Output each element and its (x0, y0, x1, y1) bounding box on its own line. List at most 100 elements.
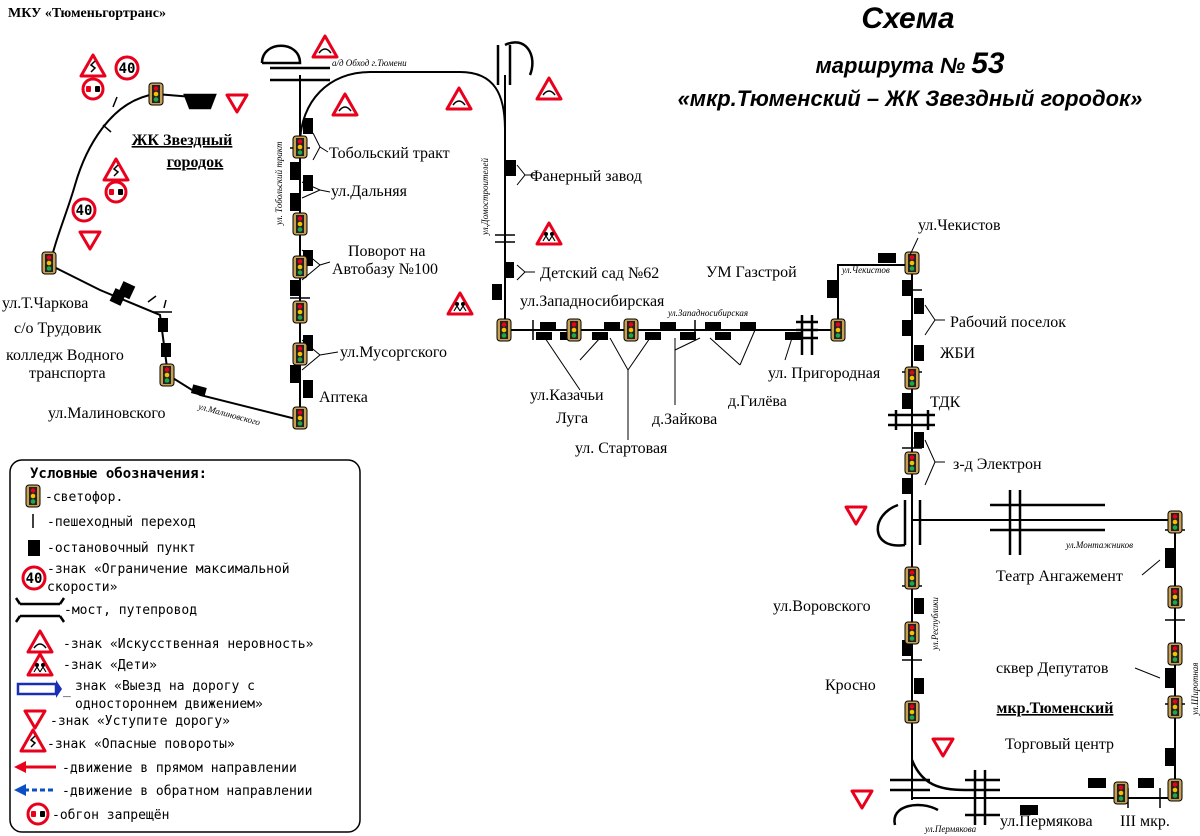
legend-item: -светофор. (45, 490, 123, 505)
traffic-light-icon (1167, 585, 1183, 609)
street-label: ул.Малиновского (197, 401, 262, 427)
street-label: ул.Монтажников (1065, 540, 1133, 550)
bridge-icon (14, 597, 66, 623)
stop-label: ул.Пермякова (1000, 813, 1093, 830)
legend-item: -пешеходный переход (47, 515, 196, 530)
organization-label: МКУ «Тюменьгортранс» (8, 6, 166, 21)
traffic-light-icon (292, 406, 308, 430)
street-label: а/д Обход г.Тюмени (332, 58, 407, 68)
street-label: ул. Тобольский тракт (274, 141, 284, 226)
traffic-light-icon (830, 318, 846, 342)
legend-item: знак «Выезд на дорогу с (75, 679, 255, 694)
stop-marker (914, 598, 924, 614)
legend-item: скорости» (47, 580, 118, 595)
stop-marker (303, 175, 313, 191)
speed-limit-value: 40 (119, 61, 136, 77)
legend-item: -мост, путепровод (64, 603, 197, 618)
traffic-light-icon (148, 82, 164, 106)
bus-stops (109, 118, 1175, 815)
yield-sign-icon (850, 789, 874, 810)
traffic-light-icon (1167, 778, 1183, 802)
stop-label: ул.Чекистов (918, 217, 1001, 234)
speed-limit-sign-icon: 40 (21, 565, 47, 591)
legend-item: -знак «Дети» (63, 658, 157, 673)
stop-marker (290, 365, 300, 383)
legend-title: Условные обозначения: (30, 466, 207, 482)
bump-sign-icon (331, 92, 359, 117)
legend-item: -знак «Уступите дорогу» (50, 714, 230, 729)
bump-sign-icon (535, 76, 563, 101)
children-sign-icon (446, 291, 474, 316)
no-overtaking-sign-icon (26, 802, 50, 826)
legend-item: одностороннем движением» (75, 697, 263, 712)
stop-marker (492, 284, 502, 300)
stop-marker (902, 478, 912, 494)
traffic-light-icon (1167, 510, 1183, 534)
stop-label: ул.Малиновского (48, 405, 166, 422)
stop-label: ул. Стартовая (575, 440, 668, 457)
legend-item: -движение в прямом направлении (62, 761, 297, 776)
speed-limit-sign-icon: 40 (114, 55, 140, 81)
stop-marker (161, 343, 171, 357)
stop-marker (740, 322, 756, 330)
stop-marker (1020, 805, 1038, 815)
stop-label: Тобольский тракт (329, 145, 450, 162)
route-name: «мкр.Тюменский – ЖК Звездный городок» (678, 86, 1143, 111)
danger-turns-sign-icon (102, 157, 130, 182)
stop-label: Фанерный завод (530, 168, 642, 185)
stop-marker (902, 640, 912, 656)
traffic-light-icon (292, 212, 308, 236)
legend-item: _ (63, 683, 71, 698)
stop-marker (290, 162, 300, 180)
stop-marker (902, 280, 912, 296)
stop-marker (290, 280, 300, 296)
street-label: ул.Республики (930, 597, 940, 651)
forward-direction-arrow-icon (14, 761, 56, 773)
traffic-light-icon (904, 700, 920, 724)
traffic-light-icon (292, 300, 308, 324)
stop-label: Рабочий поселок (950, 314, 1066, 331)
legend-item: -обгон запрещён (52, 808, 169, 823)
stop-label: Театр Ангажемент (996, 568, 1123, 585)
traffic-light-icon (25, 484, 41, 508)
stop-marker (785, 332, 801, 340)
route-prefix: маршрута № (815, 53, 965, 78)
legend-item: -знак «Искусственная неровность» (63, 637, 314, 652)
stop-marker (1138, 778, 1154, 788)
danger-turns-sign-icon (79, 53, 107, 78)
legend-item: -знак «Опасные повороты» (47, 737, 235, 752)
no-overtaking-sign-icon (81, 77, 105, 101)
stop-label: д.Зайкова (652, 411, 717, 428)
street-label: ул.Домостроителей (480, 158, 490, 236)
stop-marker (190, 384, 207, 397)
stop-label: ТДК (930, 394, 961, 411)
legend-item: -движение в обратном направлении (62, 784, 312, 799)
stop-marker (660, 322, 676, 330)
traffic-light-icon (904, 621, 920, 645)
stop-marker (536, 332, 552, 340)
one-way-exit-sign-icon (16, 680, 62, 698)
stop-marker (506, 160, 516, 176)
traffic-light-icon (904, 366, 920, 390)
stop-marker (604, 322, 620, 330)
bump-sign-icon (311, 34, 339, 59)
stop-label: з-д Электрон (953, 456, 1042, 473)
speed-limit-value: 40 (26, 571, 43, 587)
stop-label: сквер Депутатов (996, 660, 1109, 677)
stop-label: Кросно (825, 677, 876, 694)
stop-marker (592, 332, 608, 340)
stop-label: ул. Пригородная (768, 365, 881, 382)
yield-sign-icon (225, 93, 249, 114)
stop-label: ул.Дальняя (331, 183, 408, 200)
stop-label: ул.Казачьи (530, 387, 604, 404)
stop-marker (1165, 548, 1175, 568)
traffic-light-icon (496, 318, 512, 342)
traffic-light-icon (1113, 781, 1129, 805)
stop-marker (540, 322, 556, 330)
terminal-start-line1: ЖК Звездный (132, 132, 233, 149)
stop-marker (303, 250, 313, 266)
traffic-light-icon (41, 251, 57, 275)
road-signs: 40 40 (71, 34, 955, 810)
traffic-light-icon (904, 451, 920, 475)
